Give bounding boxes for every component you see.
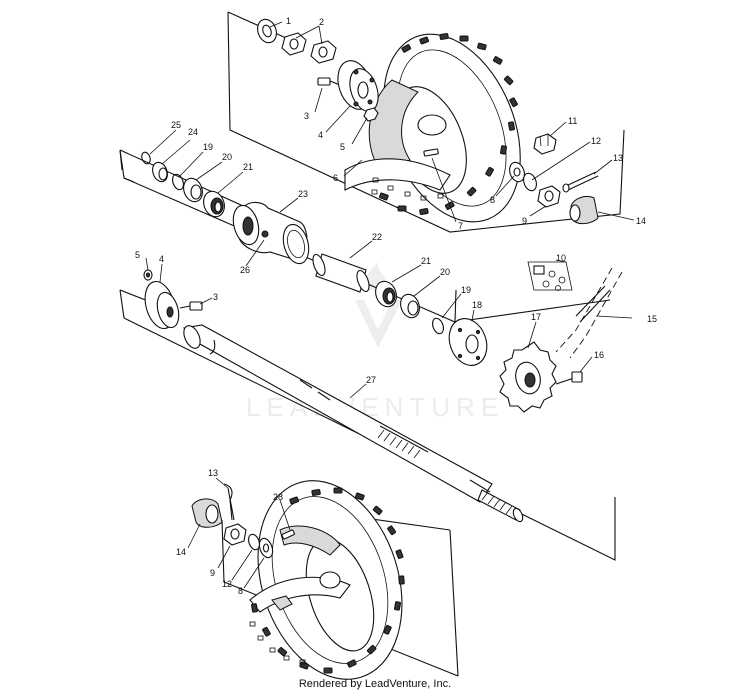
upper-tire: [344, 32, 521, 223]
lower-axle-panel: [119, 269, 616, 561]
part-cotter-pin-13: [562, 171, 599, 193]
callout-15: 15: [647, 314, 657, 324]
part-washer-1: [257, 18, 277, 44]
callout-1: 1: [286, 16, 291, 26]
part-bearing-carrier-23: [232, 201, 310, 265]
callout-16: 16: [594, 350, 604, 360]
callout-9: 9: [522, 216, 527, 226]
callout-20-bottom: 20: [440, 267, 450, 277]
callout-13-lower: 13: [208, 468, 218, 478]
part-hub-4b: [144, 280, 180, 330]
callout-5-lower: 5: [135, 250, 140, 260]
callout-4: 4: [318, 130, 323, 140]
callout-10: 10: [556, 253, 566, 263]
callout-18: 18: [472, 300, 482, 310]
part-bolt-3: [317, 77, 341, 86]
callout-19-bottom: 19: [461, 285, 471, 295]
part-seal-24: [152, 161, 168, 183]
part-bearing-21a: [203, 190, 225, 218]
callout-24: 24: [188, 127, 198, 137]
part-bearing-21b: [375, 280, 397, 308]
callout-20-top: 20: [222, 152, 232, 162]
part-washer-5: [143, 269, 153, 281]
callout-8-lower: 8: [238, 586, 243, 596]
callout-12-lower: 12: [222, 579, 232, 589]
callout-9-lower: 9: [210, 568, 215, 578]
part-o-ring-19b: [432, 317, 444, 335]
callout-7: 7: [458, 221, 463, 231]
part-castle-nut-9b: [223, 523, 247, 546]
part-hardware-10: [527, 261, 573, 291]
callout-21-top: 21: [243, 162, 253, 172]
callout-3: 3: [304, 111, 309, 121]
callout-14: 14: [636, 216, 646, 226]
callout-2: 2: [319, 17, 324, 27]
middle-bearing-panel: [119, 149, 623, 413]
callout-5: 5: [340, 142, 345, 152]
part-cap-14b: [191, 498, 223, 528]
part-castle-nut-9: [537, 185, 561, 208]
part-nut-5: [363, 107, 379, 122]
part-snap-ring-25: [141, 151, 151, 165]
callout-13: 13: [613, 153, 623, 163]
callout-19-top: 19: [203, 142, 213, 152]
part-castle-nut-11: [533, 133, 557, 155]
part-spacer-22: [312, 253, 370, 293]
callout-6: 6: [333, 173, 338, 183]
callout-26: 26: [240, 265, 250, 275]
part-washer-12b: [248, 533, 260, 551]
leader-lines: [145, 21, 635, 589]
callout-11: 11: [568, 116, 577, 126]
part-chain-15: [555, 267, 623, 359]
callout-23: 23: [298, 189, 308, 199]
lower-tire: [249, 480, 405, 680]
part-stud-28: [281, 529, 295, 540]
callout-4-lower: 4: [159, 254, 164, 264]
callout-22: 22: [372, 232, 382, 242]
watermark-text: LEADVENTURE: [246, 392, 504, 422]
part-seal-20a: [183, 177, 203, 203]
part-bolt-16: [555, 371, 583, 385]
part-bolt-3b: [179, 301, 203, 311]
part-cotter-pin-13b: [223, 483, 235, 521]
upper-wheel-panel: [227, 11, 625, 233]
footer-credit: Rendered by LeadVenture, Inc.: [298, 678, 452, 690]
part-axle-27: [182, 324, 524, 523]
callout-labels: 1 2 3 4 5 6 7 8 9 10 11 12 13 14 15 16 1…: [135, 16, 657, 596]
callout-21-bottom: 21: [421, 256, 431, 266]
part-nuts-2: [281, 32, 337, 64]
part-stud-7: [423, 148, 439, 157]
part-o-ring-19a: [172, 173, 184, 191]
callout-28: 28: [273, 492, 283, 502]
part-cap-14: [569, 195, 599, 225]
watermark-logo: LEADVENTURE: [246, 262, 504, 422]
callout-17: 17: [531, 312, 541, 322]
callout-8: 8: [490, 195, 495, 205]
callout-25: 25: [171, 120, 181, 130]
part-sprocket-hub-18: [448, 318, 488, 366]
lower-wheel-panel: [191, 480, 459, 680]
callout-14-lower: 14: [176, 547, 186, 557]
part-washer-12: [523, 172, 537, 192]
part-seal-20b: [400, 293, 420, 319]
part-sprocket-17: [499, 341, 557, 413]
callout-12: 12: [591, 136, 601, 146]
callout-27: 27: [366, 375, 376, 385]
callout-3-lower: 3: [213, 292, 218, 302]
part-washer-8b: [258, 537, 274, 559]
part-hub-4: [337, 60, 379, 112]
